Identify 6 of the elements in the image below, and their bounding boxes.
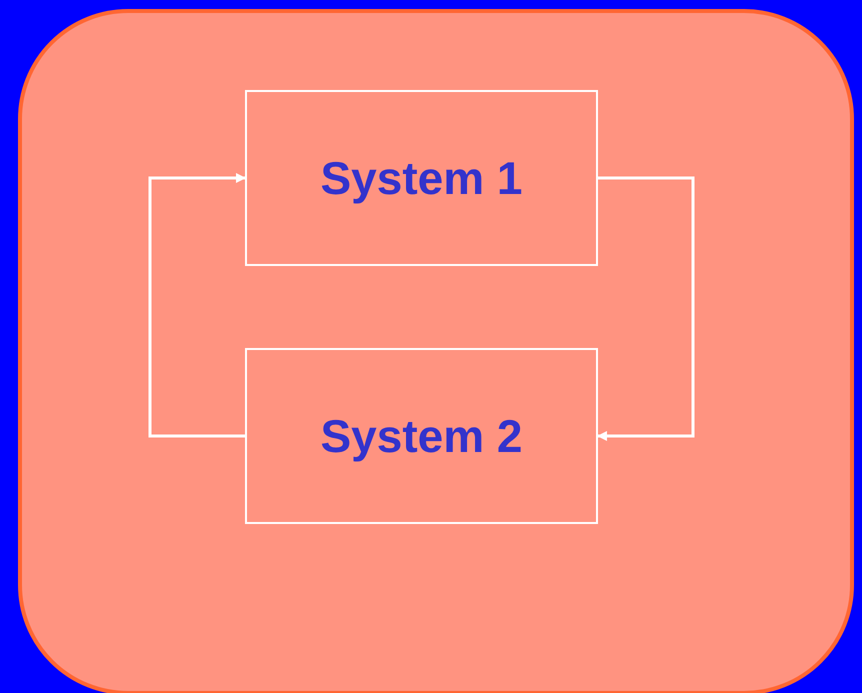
system-label: System 1	[320, 151, 522, 205]
arrow	[148, 173, 246, 438]
arrow	[597, 176, 694, 441]
system-box	[245, 348, 598, 524]
system-box	[245, 90, 598, 266]
system-label: System 2	[320, 409, 522, 463]
